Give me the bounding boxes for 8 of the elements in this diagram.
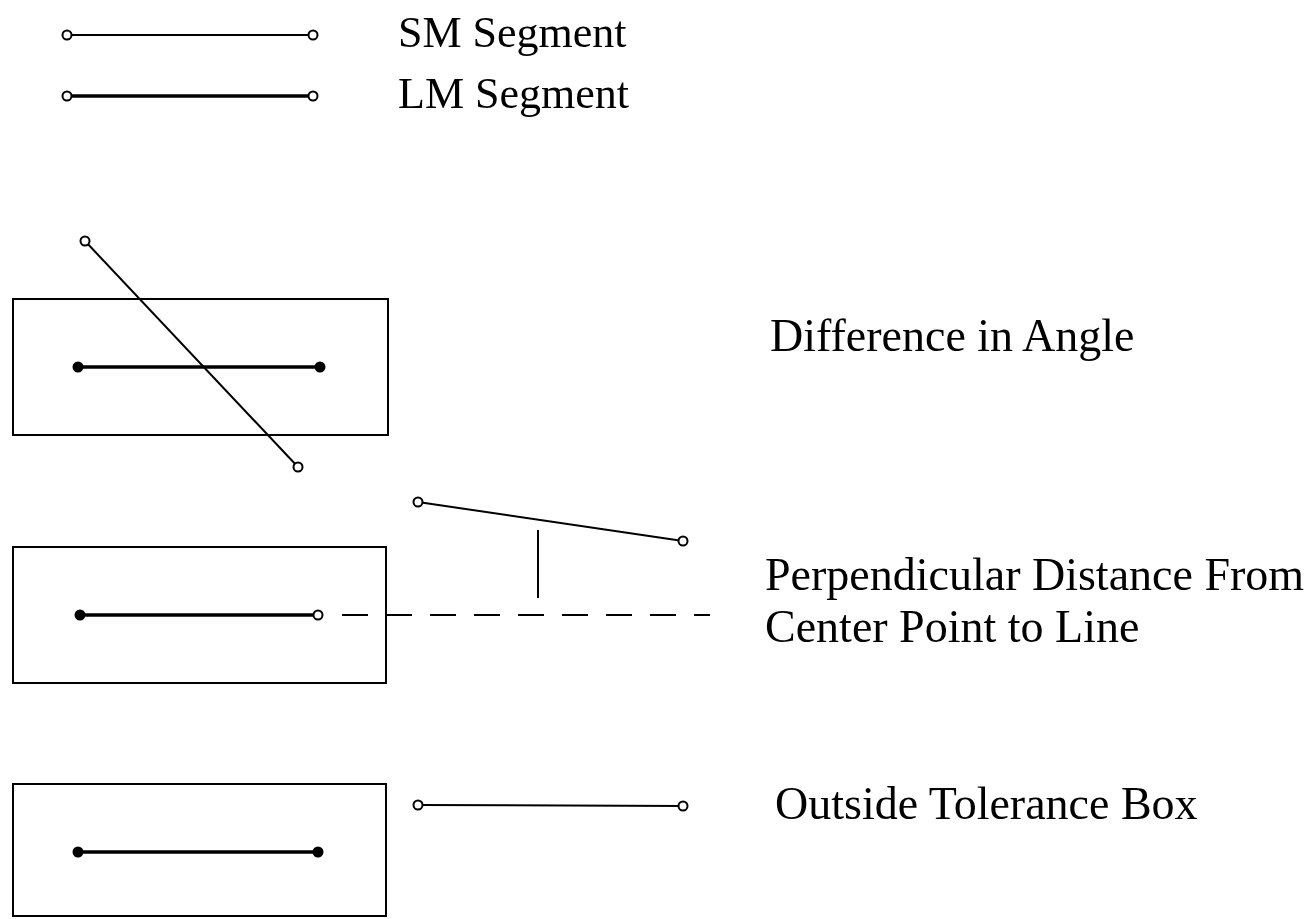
tolerance-box xyxy=(12,783,387,917)
caption-text: Perpendicular Distance From Center Point to Line xyxy=(765,549,1304,653)
caption-text: Difference in Angle xyxy=(770,310,1136,362)
legend-text: SM Segment xyxy=(398,11,627,55)
caption-text: Outside Tolerance Box xyxy=(775,778,1199,830)
legend-text: LM Segment xyxy=(398,72,629,116)
tolerance-box xyxy=(12,546,387,684)
tolerance-box xyxy=(12,298,389,436)
